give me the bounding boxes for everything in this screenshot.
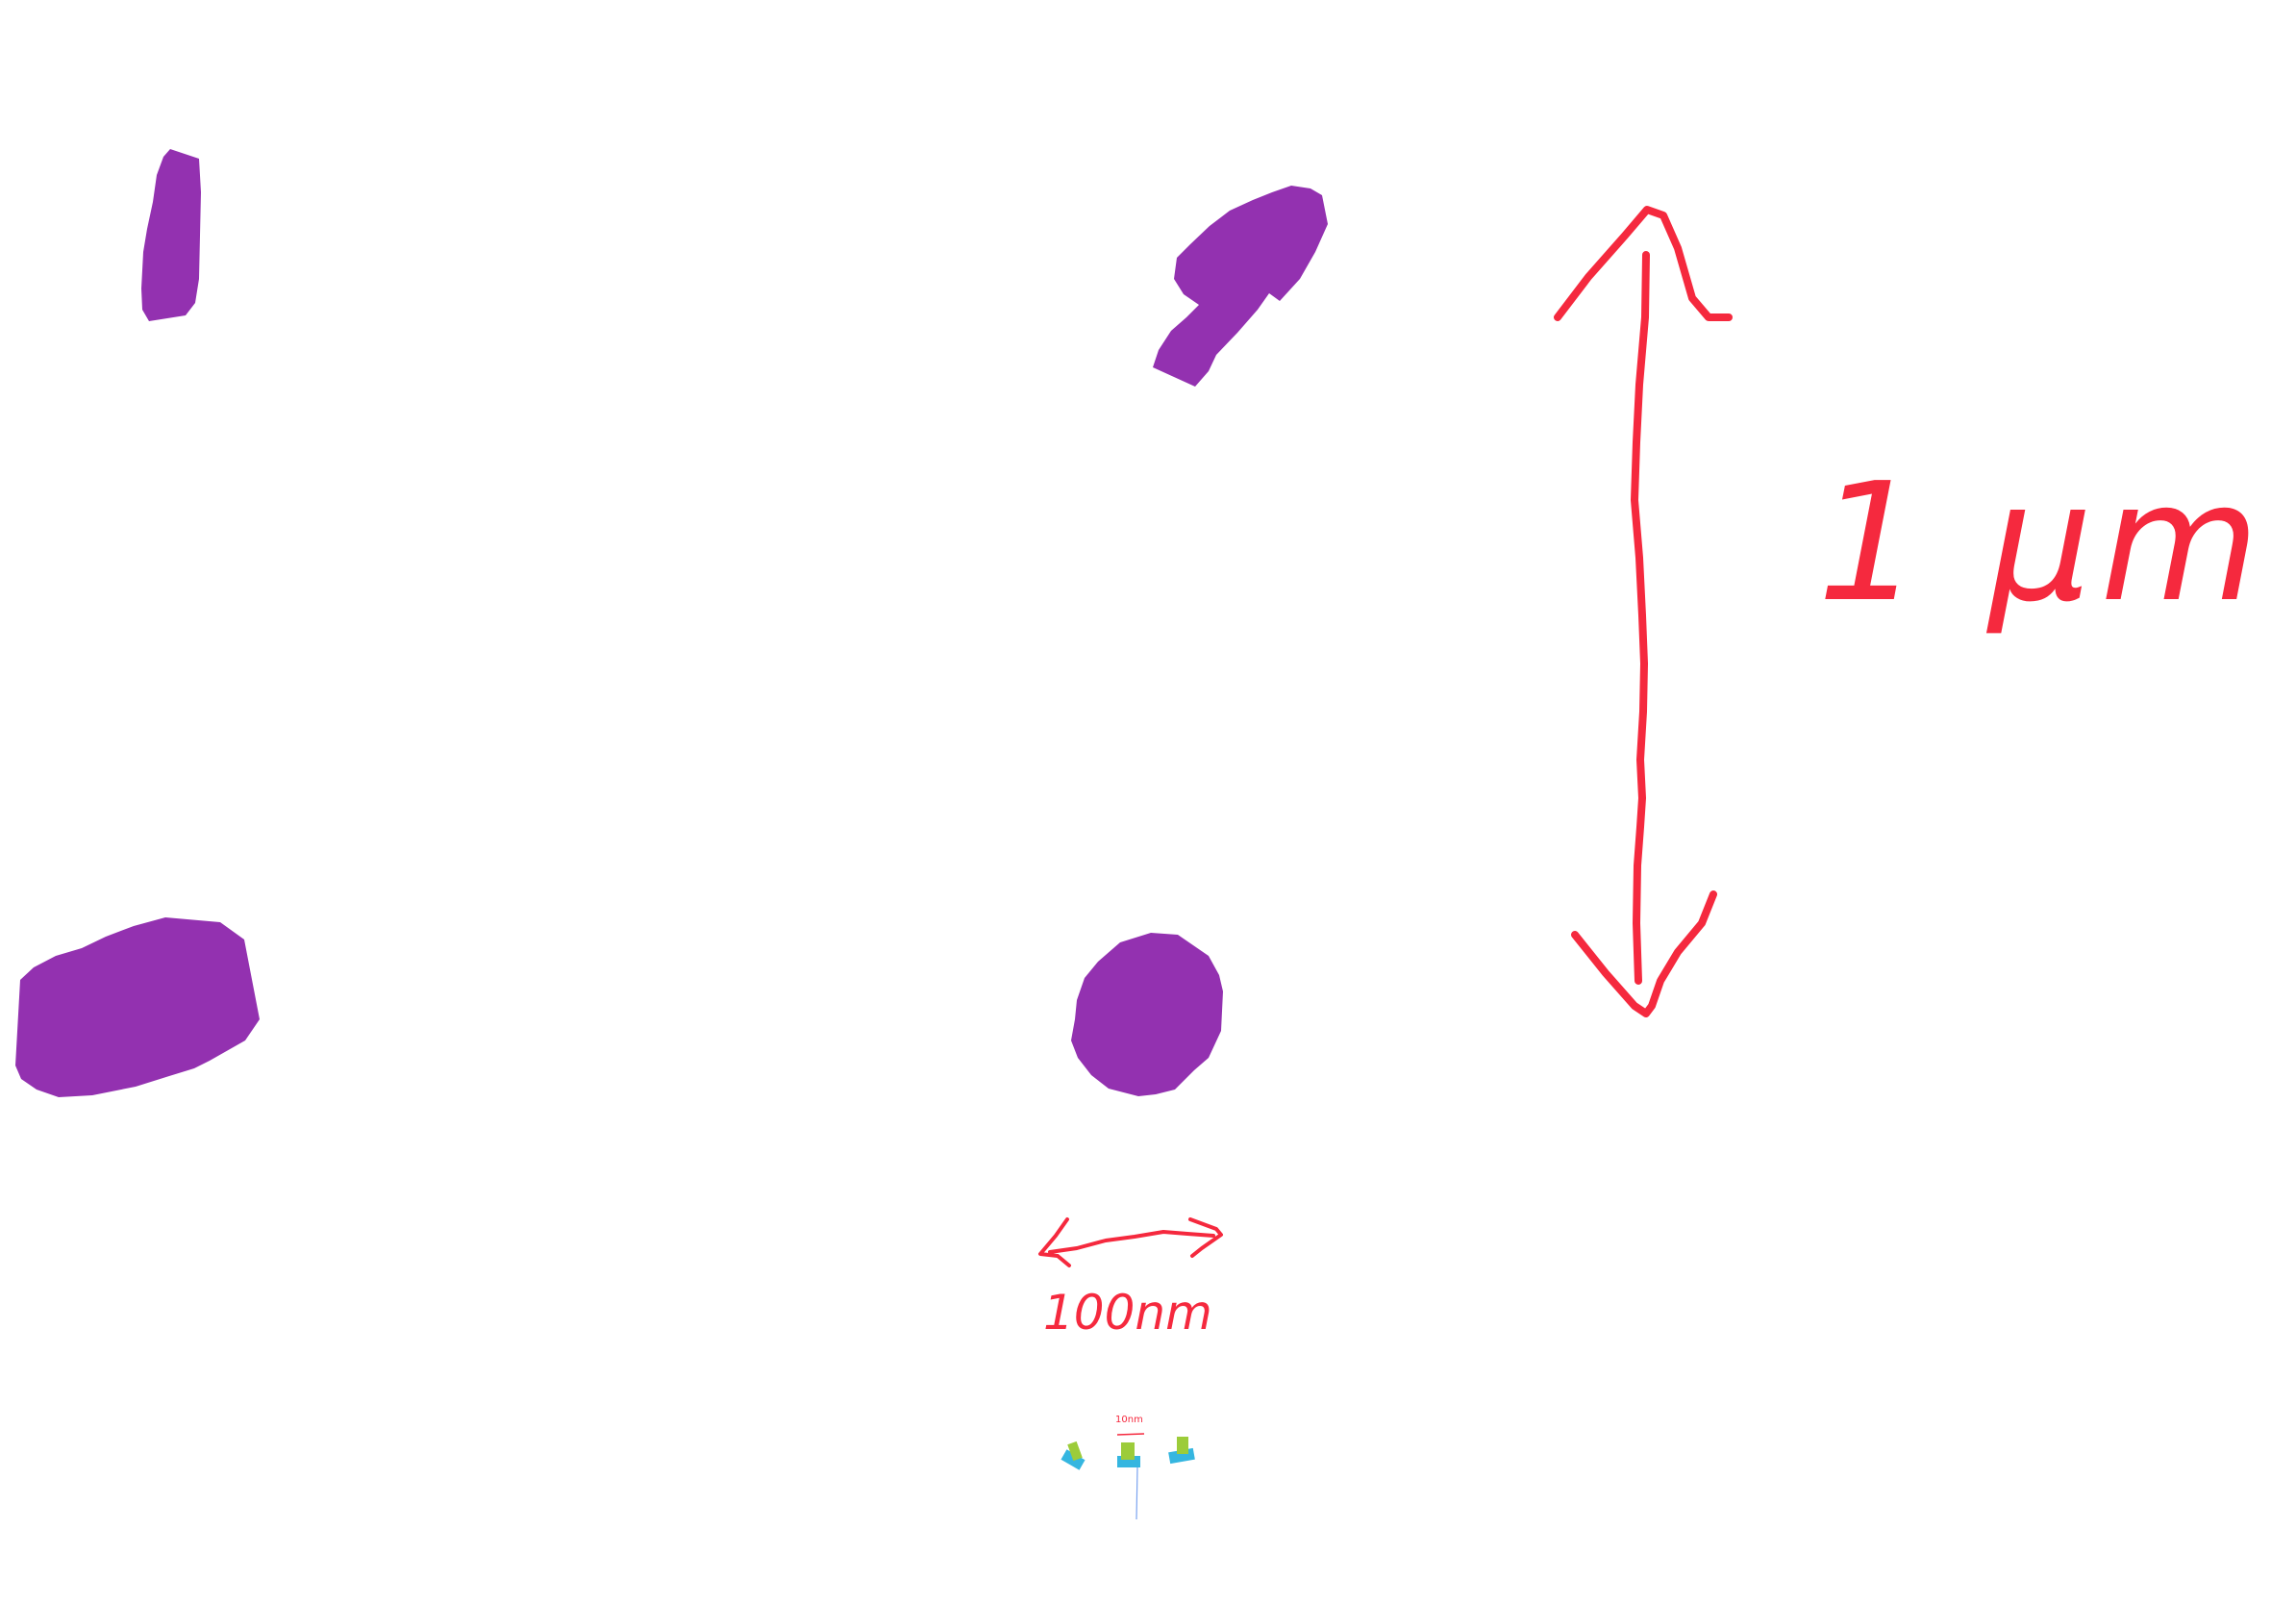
particle-ellipse xyxy=(15,917,260,1097)
scale-label-100nm: 100nm xyxy=(1043,1285,1212,1341)
tiny-scale-arrow-vertical xyxy=(1136,1466,1138,1520)
particle-club xyxy=(1153,186,1328,387)
tiny-particle-right xyxy=(1168,1437,1195,1465)
tiny-nested-sketch xyxy=(1061,1433,1195,1520)
tiny-scale-arrow-horizontal xyxy=(1116,1433,1145,1436)
scale-label-10nm: 10nm xyxy=(1115,1415,1143,1425)
scale-arrow-100nm xyxy=(1038,1217,1223,1267)
tiny-particle-middle xyxy=(1117,1442,1140,1467)
particle-rod xyxy=(141,149,201,321)
scale-label-1um: 1 μm xyxy=(1817,448,2267,639)
tiny-particle-left xyxy=(1061,1441,1086,1470)
particle-round xyxy=(1071,933,1223,1096)
scale-arrow-1um xyxy=(1554,206,1733,1017)
